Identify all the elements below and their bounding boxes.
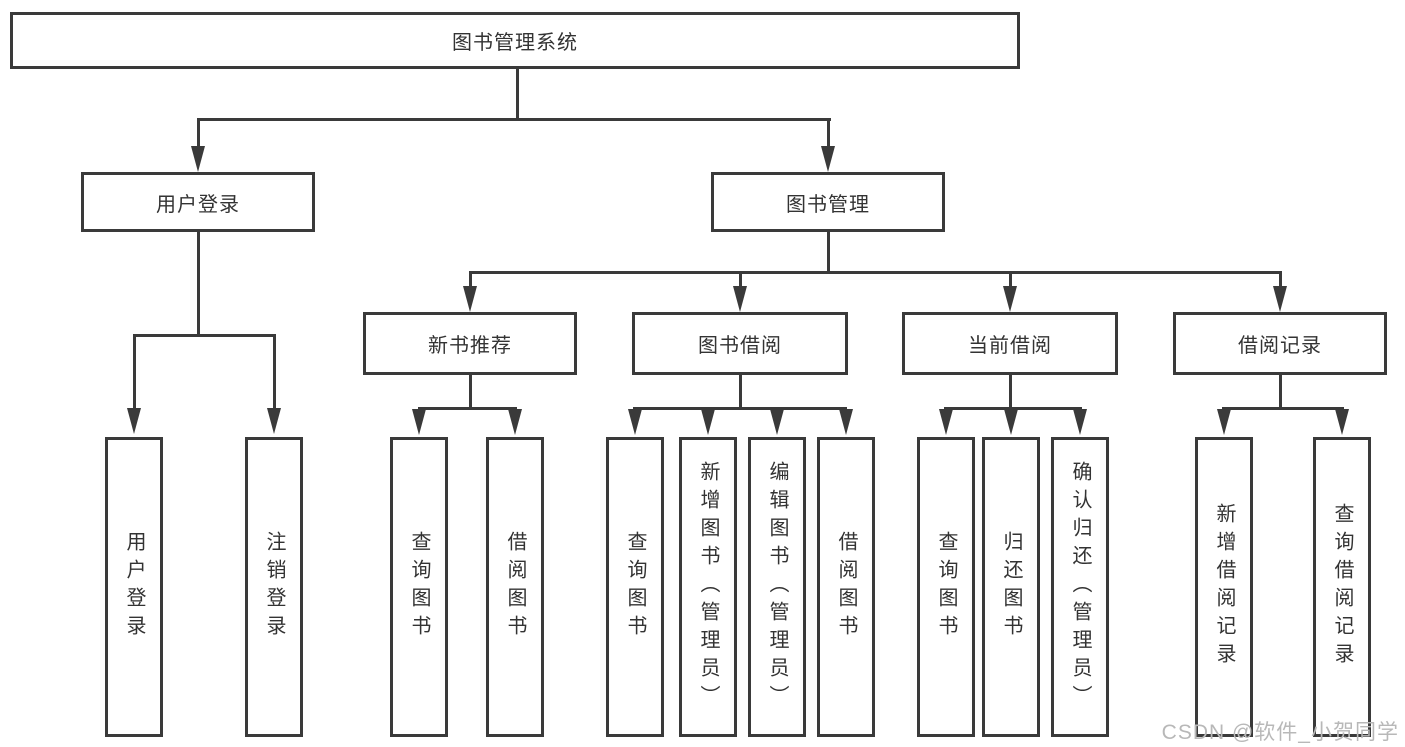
arrow-to-user-login xyxy=(127,408,141,434)
leaf-g3-confirm-return-admin-label: 确认归还（管理员） xyxy=(1069,461,1091,713)
connector-g4-hbar xyxy=(1222,407,1344,410)
arrow-g1-child-2 xyxy=(508,409,522,435)
leaf-g4-query-record: 查询借阅记录 xyxy=(1313,437,1371,737)
connector-g1-stem xyxy=(469,375,472,409)
leaf-g4-add-record-label: 新增借阅记录 xyxy=(1213,503,1235,671)
arrow-g1-child-1 xyxy=(412,409,426,435)
node-user-branch-label: 用户登录 xyxy=(156,193,240,216)
leaf-g4-add-record: 新增借阅记录 xyxy=(1195,437,1253,737)
leaf-g2-add-book-admin-label: 新增图书（管理员） xyxy=(697,461,719,713)
node-root: 图书管理系统 xyxy=(10,12,1020,69)
connector-user-hbar xyxy=(133,334,275,337)
connector-g2-stem xyxy=(739,375,742,409)
leaf-g3-return-book: 归还图书 xyxy=(982,437,1040,737)
arrow-g2-child-1 xyxy=(628,409,642,435)
connector-root-drop-right xyxy=(827,118,830,148)
node-borrow-group: 图书借阅 xyxy=(632,312,848,375)
leaf-g1-query-book-label: 查询图书 xyxy=(408,531,430,643)
node-new-book-group-label: 新书推荐 xyxy=(428,335,512,357)
leaf-g1-query-book: 查询图书 xyxy=(390,437,448,737)
leaf-g2-add-book-admin: 新增图书（管理员） xyxy=(679,437,737,737)
leaf-logout-label: 注销登录 xyxy=(263,531,285,643)
node-record-group: 借阅记录 xyxy=(1173,312,1387,375)
connector-g1-hbar xyxy=(418,407,517,410)
leaf-g1-borrow-book-label: 借阅图书 xyxy=(504,531,526,643)
leaf-g2-borrow-book-label: 借阅图书 xyxy=(835,531,857,643)
leaf-g1-borrow-book: 借阅图书 xyxy=(486,437,544,737)
arrow-to-user-branch xyxy=(191,146,205,172)
node-user-branch: 用户登录 xyxy=(81,172,315,232)
arrow-to-logout xyxy=(267,408,281,434)
leaf-g4-query-record-label: 查询借阅记录 xyxy=(1331,503,1353,671)
connector-book-drop-2 xyxy=(739,271,742,288)
connector-root-stem xyxy=(516,69,519,119)
arrow-g4-child-1 xyxy=(1217,409,1231,435)
arrow-g2-child-3 xyxy=(770,409,784,435)
connector-book-hbar xyxy=(469,271,1282,274)
arrow-g3-child-2 xyxy=(1004,409,1018,435)
leaf-g2-edit-book-admin: 编辑图书（管理员） xyxy=(748,437,806,737)
connector-book-drop-3 xyxy=(1009,271,1012,288)
connector-g4-stem xyxy=(1279,375,1282,409)
leaf-g2-query-book: 查询图书 xyxy=(606,437,664,737)
connector-user-stem xyxy=(197,232,200,335)
connector-g3-stem xyxy=(1009,375,1012,409)
connector-user-drop-1 xyxy=(133,334,136,410)
arrow-g2-child-4 xyxy=(839,409,853,435)
arrow-g2-child-2 xyxy=(701,409,715,435)
arrow-to-current-group xyxy=(1003,286,1017,312)
node-record-group-label: 借阅记录 xyxy=(1238,335,1322,357)
arrow-to-borrow-group xyxy=(733,286,747,312)
connector-book-drop-1 xyxy=(469,271,472,288)
connector-root-drop-left xyxy=(197,118,200,148)
node-current-group-label: 当前借阅 xyxy=(968,335,1052,357)
arrow-g3-child-1 xyxy=(939,409,953,435)
connector-book-drop-4 xyxy=(1279,271,1282,288)
leaf-g3-return-book-label: 归还图书 xyxy=(1000,531,1022,643)
connector-user-drop-2 xyxy=(273,334,276,410)
arrow-to-book-branch xyxy=(821,146,835,172)
csdn-watermark: CSDN @软件_小贺同学 xyxy=(1161,721,1399,744)
arrow-g4-child-2 xyxy=(1335,409,1349,435)
connector-g2-hbar xyxy=(633,407,847,410)
connector-g3-hbar xyxy=(944,407,1082,410)
leaf-g3-confirm-return-admin: 确认归还（管理员） xyxy=(1051,437,1109,737)
node-current-group: 当前借阅 xyxy=(902,312,1118,375)
arrow-to-new-book-group xyxy=(463,286,477,312)
node-book-branch: 图书管理 xyxy=(711,172,945,232)
leaf-user-login: 用户登录 xyxy=(105,437,163,737)
connector-book-stem xyxy=(827,232,830,273)
connector-root-hbar xyxy=(197,118,831,121)
node-new-book-group: 新书推荐 xyxy=(363,312,577,375)
node-root-label: 图书管理系统 xyxy=(452,32,578,54)
leaf-g2-edit-book-admin-label: 编辑图书（管理员） xyxy=(766,461,788,713)
leaf-g3-query-book: 查询图书 xyxy=(917,437,975,737)
arrow-to-record-group xyxy=(1273,286,1287,312)
arrow-g3-child-3 xyxy=(1073,409,1087,435)
node-borrow-group-label: 图书借阅 xyxy=(698,335,782,357)
node-book-branch-label: 图书管理 xyxy=(786,193,870,216)
leaf-g2-query-book-label: 查询图书 xyxy=(624,531,646,643)
leaf-g3-query-book-label: 查询图书 xyxy=(935,531,957,643)
leaf-g2-borrow-book: 借阅图书 xyxy=(817,437,875,737)
leaf-user-login-label: 用户登录 xyxy=(123,531,145,643)
leaf-logout: 注销登录 xyxy=(245,437,303,737)
